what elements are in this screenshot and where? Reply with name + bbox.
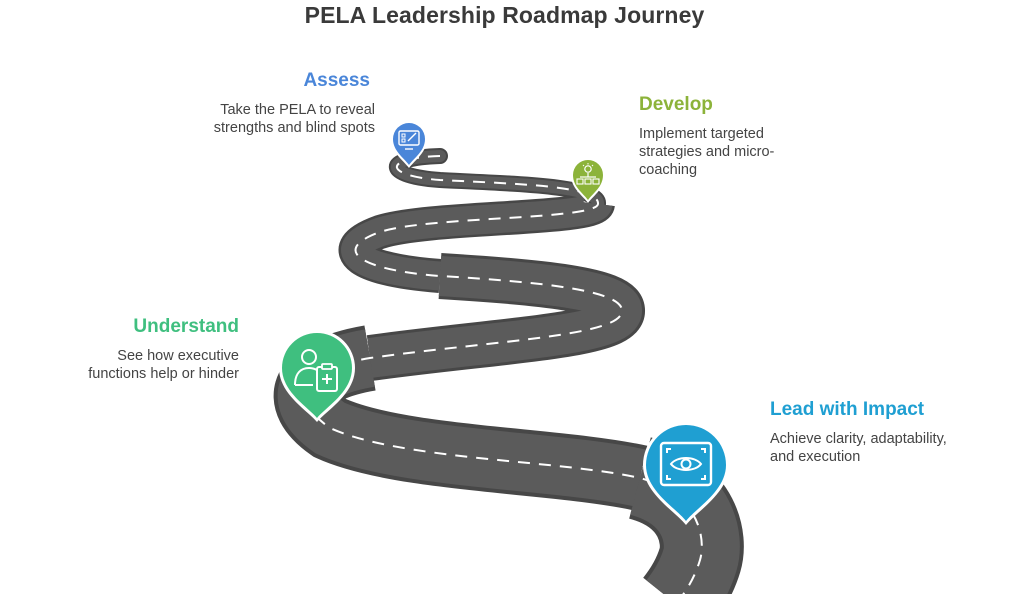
- stage-description: Achieve clarity, adaptability, and execu…: [770, 431, 947, 465]
- stage-develop: Develop Implement targeted strategies an…: [639, 94, 839, 179]
- person-clipboard-icon: [279, 330, 355, 422]
- stage-title: Assess: [303, 70, 370, 91]
- stage-description: See how executive functions help or hind…: [88, 348, 239, 382]
- diagram-title: PELA Leadership Roadmap Journey: [304, 2, 705, 28]
- lightbulb-network-icon: [571, 158, 605, 203]
- stage-title: Understand: [133, 316, 239, 337]
- stage-description: Implement targeted strategies and micro-…: [639, 126, 775, 178]
- eye-focus-icon: [643, 422, 729, 525]
- stage-title: Develop: [639, 94, 713, 115]
- monitor-checklist-icon: [391, 121, 427, 168]
- stage-description: Take the PELA to reveal strengths and bl…: [213, 102, 375, 136]
- stage-title: Lead with Impact: [770, 399, 925, 420]
- stage-assess: Assess Take the PELA to reveal strengths…: [170, 70, 375, 137]
- stage-lead-with-impact: Lead with Impact Achieve clarity, adapta…: [770, 399, 990, 466]
- stage-understand: Understand See how executive functions h…: [40, 316, 239, 383]
